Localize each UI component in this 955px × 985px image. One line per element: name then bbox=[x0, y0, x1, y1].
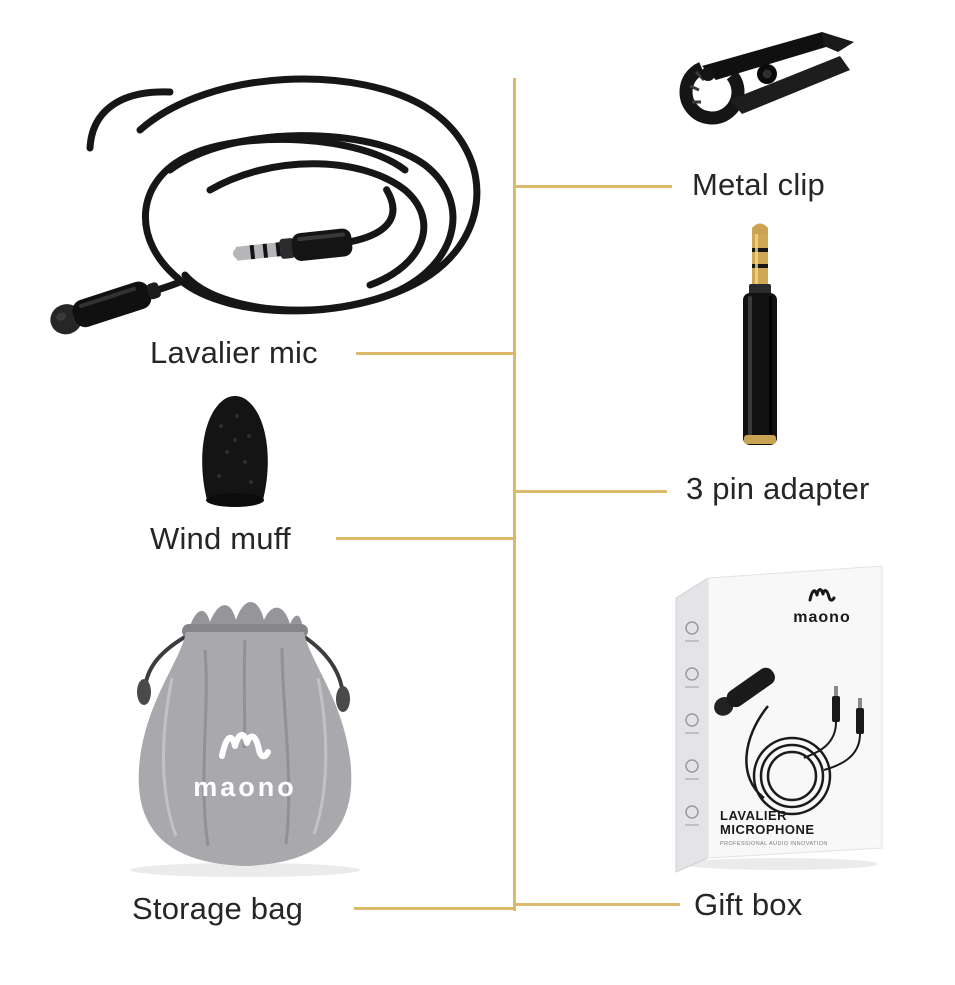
metal-clip-label: Metal clip bbox=[692, 167, 825, 202]
jack-plug bbox=[232, 186, 397, 261]
metal-clip-illustration bbox=[679, 32, 854, 125]
gift-box-photo: maono bbox=[672, 558, 887, 874]
bag-brand-text: maono bbox=[193, 772, 297, 802]
lavalier-mic-illustration bbox=[50, 75, 481, 335]
bag-highlights bbox=[162, 677, 328, 837]
wind-muff-illustration bbox=[202, 396, 268, 507]
storage-bag-label: Storage bag bbox=[132, 891, 304, 926]
storage-bag-illustration: maono bbox=[130, 602, 360, 877]
storage-bag-callout-line bbox=[354, 907, 515, 910]
bag-brand-mark bbox=[219, 732, 271, 760]
box-side-icons bbox=[685, 621, 699, 826]
gift-box-label: Gift box bbox=[694, 887, 803, 922]
lavalier-mic-photo bbox=[30, 50, 500, 340]
metal-clip-photo bbox=[672, 22, 860, 140]
box-title-line2: MICROPHONE bbox=[720, 822, 815, 837]
box-title-line1: LAVALIER bbox=[720, 808, 787, 823]
cord-toggle-right bbox=[336, 686, 350, 712]
storage-bag-photo: maono bbox=[110, 578, 380, 878]
pin-adapter-label: 3 pin adapter bbox=[686, 471, 870, 506]
box-brand-logo: maono bbox=[793, 588, 850, 626]
plug-collar bbox=[749, 284, 771, 295]
box-product-art bbox=[714, 667, 864, 816]
gift-box-illustration: maono bbox=[675, 565, 883, 873]
drawstrings bbox=[144, 632, 344, 689]
box-brand-mark bbox=[808, 588, 836, 602]
pin-adapter-photo bbox=[722, 222, 798, 462]
lavalier-mic-label: Lavalier mic bbox=[150, 335, 318, 370]
mic-capsule bbox=[50, 281, 161, 335]
bag-body bbox=[138, 632, 352, 866]
pin-adapter-illustration bbox=[743, 223, 777, 445]
bag-brand-logo: maono bbox=[193, 732, 297, 802]
clip-shape bbox=[679, 32, 854, 125]
foam-body bbox=[202, 396, 268, 506]
wind-muff-label: Wind muff bbox=[150, 521, 291, 556]
box-subtitle: PROFESSIONAL AUDIO INNOVATION bbox=[720, 841, 828, 847]
foam-base bbox=[206, 493, 264, 507]
lavalier-mic-callout-line bbox=[356, 352, 515, 355]
bag-shadow bbox=[130, 863, 360, 877]
box-shadow bbox=[682, 858, 878, 870]
box-brand-text: maono bbox=[793, 609, 850, 626]
trs-plug bbox=[752, 223, 768, 286]
wind-muff-callout-line bbox=[336, 537, 515, 540]
metal-clip-callout-line bbox=[515, 185, 672, 188]
adapter-body bbox=[743, 293, 777, 445]
pin-adapter-callout-line bbox=[515, 490, 667, 493]
gift-box-callout-line bbox=[515, 903, 680, 906]
box-title-block: LAVALIER MICROPHONE PROFESSIONAL AUDIO I… bbox=[720, 808, 828, 847]
box-art-plugs bbox=[803, 686, 864, 771]
coiled-cable bbox=[86, 75, 481, 315]
cord-toggle-left bbox=[137, 679, 151, 705]
foam-texture bbox=[217, 414, 253, 484]
center-spine-line bbox=[513, 78, 516, 911]
wind-muff-photo bbox=[193, 390, 277, 512]
